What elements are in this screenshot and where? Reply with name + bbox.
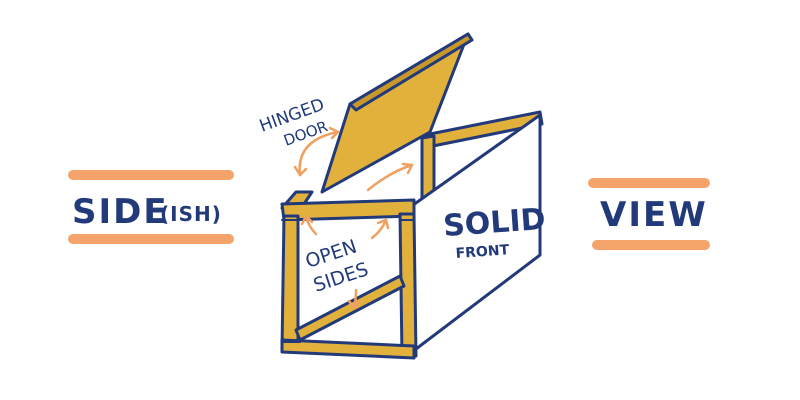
- right-title: VIEW: [588, 178, 710, 250]
- frame-bottom-diagonal: [294, 274, 406, 342]
- right-title-underline-top: [588, 178, 710, 188]
- frame-bottom-bar: [280, 338, 416, 360]
- right-title-underline-bottom: [592, 240, 710, 250]
- open-side-arrow-up: [366, 163, 414, 192]
- left-title-suffix: (ISH): [160, 202, 222, 226]
- frame-top-bar: [280, 198, 416, 222]
- right-title-word: VIEW: [600, 195, 708, 235]
- hinged-door: [320, 32, 470, 194]
- frame-right-post: [398, 212, 418, 358]
- box: [280, 32, 544, 360]
- hinged-door-arrow: [298, 130, 340, 177]
- left-title: SIDE (ISH): [68, 170, 234, 244]
- solid-label: SOLID: [442, 202, 546, 244]
- hinged-door-edge: [348, 32, 474, 112]
- front-label: FRONT: [455, 242, 510, 262]
- arrows: [293, 126, 414, 310]
- left-title-underline-top: [68, 170, 234, 180]
- left-title-underline-bottom: [68, 234, 234, 244]
- left-title-word: SIDE: [72, 192, 169, 232]
